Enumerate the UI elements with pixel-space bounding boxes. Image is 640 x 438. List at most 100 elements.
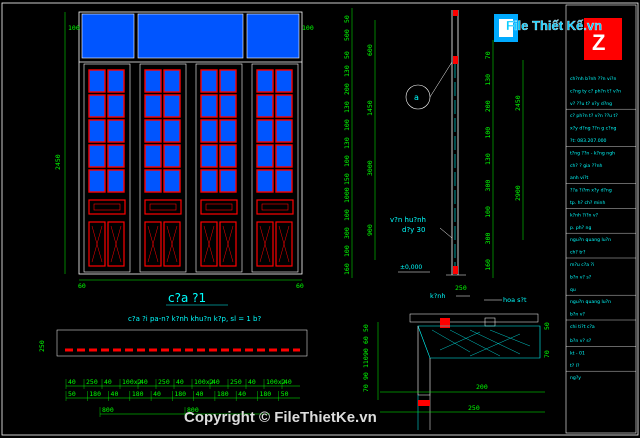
site-logo[interactable]: f File Thiết Kế.vn <box>494 14 602 42</box>
glass-label: v?n hu?nh <box>390 216 426 224</box>
section-right-dim: 70 <box>484 51 492 59</box>
detail-left-dim: 50 <box>362 324 370 332</box>
title-block-text: ch? tr? <box>570 250 586 256</box>
glass-pane <box>200 119 218 143</box>
title-block-text: ch?nh b?nh ??n vi?n <box>570 76 616 82</box>
glass-pane <box>256 169 274 193</box>
glass-pane <box>275 144 293 168</box>
glass-pane <box>107 119 125 143</box>
section-left-dim: 1000 <box>343 187 351 203</box>
door-section: a v?n hu?nh d?y 30 ±0,000 250 <box>390 10 467 292</box>
detail-label-left: k?nh <box>430 292 445 300</box>
glass-pane <box>256 144 274 168</box>
bottom-panel <box>163 221 181 267</box>
plan-dim-row2: 40 <box>153 390 161 398</box>
glass-pane <box>144 69 162 93</box>
title-block: Z ch?nh b?nh ??n vi?nc?ng ty c? ph?n t? … <box>565 4 637 434</box>
section-right-dim: 100 <box>484 206 492 218</box>
plan-dim-row1: 250 <box>158 378 170 386</box>
detail-right-dim-2: 50 <box>543 322 551 330</box>
title-block-text: ??a ?i?m x?y d?ng <box>570 188 612 194</box>
site-logo-text: File Thiết Kế.vn <box>506 18 602 33</box>
transom-glass-2 <box>137 13 244 59</box>
section-left-dim: 500 <box>343 29 351 41</box>
section-left-dim: 100 <box>343 245 351 257</box>
plan-dim-row3: 800 <box>102 406 114 414</box>
title-block-text: qu <box>570 288 576 293</box>
section-right-dim: 160 <box>484 259 492 271</box>
svg-text:f: f <box>503 25 507 36</box>
plan-dim-row1: 250 <box>86 378 98 386</box>
glass-pane <box>200 144 218 168</box>
door-leaves <box>83 63 299 273</box>
plan-dim-row2: 180 <box>217 390 229 398</box>
glass-pane <box>144 144 162 168</box>
detail-section: k?nh hoa s?t 200 250 70 50 <box>380 292 551 430</box>
detail-left-dim: 70 <box>362 384 370 392</box>
glass-pane <box>88 169 106 193</box>
section-right-dim: 200 <box>484 100 492 112</box>
mid-rail-panel <box>88 199 126 215</box>
elevation-subtitle: c?a ?i pa-n? k?nh khu?n k?p, sl = 1 b? <box>128 315 261 323</box>
door-leaf <box>251 63 299 273</box>
mid-rail-panel <box>200 199 238 215</box>
glass-pane <box>219 94 237 118</box>
section-callout-label: a <box>414 93 419 102</box>
plan-dim-row3: 800 <box>187 406 199 414</box>
bottom-panel <box>219 221 237 267</box>
plan-dim-row2: 40 <box>238 390 246 398</box>
plan-dim-row1: 40 <box>284 378 292 386</box>
plan-dim-row1: 100x2 <box>122 378 142 386</box>
bottom-panel <box>88 221 106 267</box>
detail-left-dim: 110 <box>362 356 370 368</box>
plan-dim-row1: 40 <box>176 378 184 386</box>
glass-pane <box>163 94 181 118</box>
title-block-text: ngu?n quang lu?n <box>570 299 611 305</box>
glass-pane <box>256 94 274 118</box>
title-block-text: t?ng ??n - k?ng ngh <box>570 150 615 156</box>
detail-dim-200: 200 <box>476 383 488 391</box>
glass-pane <box>219 169 237 193</box>
glass-pane <box>144 119 162 143</box>
title-block-lines: ch?nh b?nh ??n vi?n c?ng ty c? ph?n t? v?… <box>566 76 636 381</box>
bottom-panel <box>107 221 125 267</box>
plan-dim-row1: 100x2 <box>194 378 214 386</box>
section-left-dim: 130 <box>343 137 351 149</box>
detail-dim-250: 250 <box>468 404 480 412</box>
glass-pane <box>107 69 125 93</box>
title-block-text: ?t: 083.207.000 <box>570 138 607 144</box>
glass-pane <box>163 144 181 168</box>
elevation-dimensions: 2450 100 100 60 60 <box>54 12 314 290</box>
section-left-dim: 100 <box>343 119 351 131</box>
title-block-text: anh vi?t <box>570 175 589 181</box>
title-block-text: c?ng ty c? ph?n t? v?n <box>570 88 621 94</box>
door-leaf <box>139 63 187 273</box>
detail-left-dim: 90 <box>362 372 370 380</box>
plan-dim-row2: 180 <box>132 390 144 398</box>
section-right-dim: 100 <box>484 127 492 139</box>
section-right-dim: 300 <box>484 233 492 245</box>
section-mid-dim: 900 <box>366 224 374 236</box>
glass-pane <box>219 119 237 143</box>
title-block-text: t? l? <box>570 363 580 369</box>
glass-label-2: d?y 30 <box>402 226 425 234</box>
section-mid-dim: 600 <box>366 44 374 56</box>
title-block-text: b?n v? s? <box>570 338 592 344</box>
height-dim: 2450 <box>54 154 62 170</box>
section-left-dim: 130 <box>343 65 351 77</box>
glass-pane <box>88 144 106 168</box>
section-mid-dim: 1450 <box>366 100 374 116</box>
transom-glass-1 <box>81 13 135 59</box>
title-block-text: p. ph? ng <box>570 225 591 231</box>
mid-rail-panel <box>256 199 294 215</box>
elevation-title: c?a ?1 <box>168 291 206 305</box>
door-leaf <box>195 63 243 273</box>
title-block-logo <box>584 18 622 60</box>
section-left-dim: 100 <box>343 155 351 167</box>
section-left-dim: 50 <box>343 15 351 23</box>
door-elevation <box>78 11 303 275</box>
title-block-text: m?u c?a ?i <box>570 262 594 268</box>
detail-right-dim-1: 70 <box>543 350 551 358</box>
glass-pane <box>200 94 218 118</box>
